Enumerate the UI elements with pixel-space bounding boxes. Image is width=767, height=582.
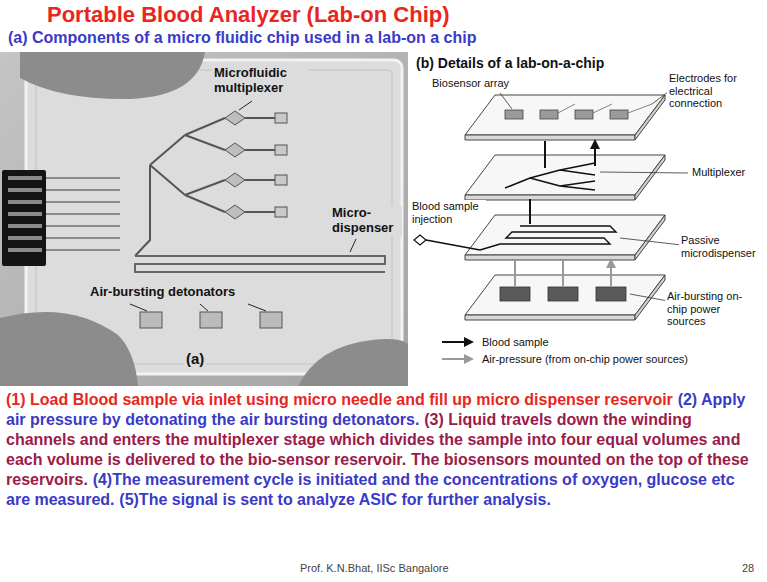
exploded-chip-layers xyxy=(635,155,665,200)
part-label: Passive microdispenser xyxy=(679,234,763,259)
detonator xyxy=(140,312,162,328)
sensor-reservoir xyxy=(275,175,287,185)
exploded-chip-layers xyxy=(465,155,665,195)
part-label: Multiplexer xyxy=(690,166,747,179)
part-label: Microfluidic multiplexer xyxy=(212,66,308,96)
exploded-chip-layers xyxy=(465,195,635,200)
part-label: Air-bursting detonators xyxy=(88,285,237,300)
biosensor-pad xyxy=(575,110,593,119)
finger xyxy=(298,339,408,386)
part-label: Air-bursting on-chip power sources xyxy=(665,290,763,328)
sensor-reservoir xyxy=(275,145,287,155)
power-source xyxy=(596,287,626,301)
injection-needle xyxy=(414,235,426,245)
winding-channel xyxy=(135,256,385,272)
detonator xyxy=(260,312,282,328)
edge-connector xyxy=(8,236,42,240)
page-number: 28 xyxy=(742,562,754,575)
finger xyxy=(0,52,408,386)
legend-arrow xyxy=(442,358,472,360)
exploded-chip-layers xyxy=(465,95,665,135)
legend-sample xyxy=(440,337,478,347)
exploded-chip-layers xyxy=(465,95,665,320)
biosensor-pad xyxy=(540,110,558,119)
air-pressure-arrow xyxy=(515,260,611,286)
edge-connector xyxy=(8,224,42,228)
exploded-chip-layers xyxy=(465,255,635,260)
finger xyxy=(20,52,205,99)
electrode-line xyxy=(558,104,652,113)
legend-row: Air-pressure (from on-chip power sources… xyxy=(440,353,688,366)
procedure-step: (1) Load Blood sample via inlet using mi… xyxy=(6,391,673,408)
exploded-chip-layers xyxy=(465,215,665,255)
exploded-chip-layers xyxy=(465,135,635,140)
detonator xyxy=(140,312,282,328)
blood-flow-arrow xyxy=(530,141,595,224)
multiplexer-chamber xyxy=(225,111,245,219)
footer-credit: Prof. K.N.Bhat, IISc Bangalore xyxy=(300,562,449,575)
biosensor-pad xyxy=(505,110,523,119)
slide-title: Portable Blood Analyzer (Lab-on Chip) xyxy=(47,2,450,27)
sensor-reservoir xyxy=(275,113,287,217)
exploded-chip-layers xyxy=(465,315,635,320)
chip-photo xyxy=(0,52,408,386)
legend-text: Air-pressure (from on-chip power sources… xyxy=(482,353,688,366)
electrode-trace xyxy=(46,178,120,250)
figure-tag: (a) xyxy=(184,350,206,367)
leader-line xyxy=(130,101,356,311)
exploded-chip-layers xyxy=(635,95,665,140)
part-label: Micro-dispenser xyxy=(330,206,402,236)
chip-photo xyxy=(0,52,408,386)
biosensor-pad xyxy=(505,110,628,119)
legend-arrow xyxy=(442,341,472,343)
part-label: Blood sample injection xyxy=(410,200,486,225)
subtitle: (a) Components of a micro fluidic chip u… xyxy=(8,29,476,47)
legend-sample xyxy=(440,354,478,364)
edge-connector xyxy=(2,170,46,266)
biosensor-pad xyxy=(610,110,628,119)
leader-line xyxy=(500,92,688,301)
edge-connector xyxy=(8,200,42,204)
sensor-reservoir xyxy=(275,113,287,123)
edge-connector xyxy=(8,176,42,252)
detonator xyxy=(200,312,222,328)
edge-connector xyxy=(8,248,42,252)
finger xyxy=(0,312,138,386)
part-label: Electrodes for electrical connection xyxy=(667,72,763,110)
part-label: Biosensor array xyxy=(430,77,511,90)
legend-row: Blood sample xyxy=(440,336,549,349)
edge-connector xyxy=(2,170,46,266)
panel-heading: (b) Details of a lab-on-a-chip xyxy=(414,55,606,71)
multiplexer-channel xyxy=(135,118,275,256)
procedure-step: (5)The signal is sent to analyze ASIC fo… xyxy=(119,491,551,508)
legend-text: Blood sample xyxy=(482,336,549,349)
winding-channel xyxy=(480,226,616,250)
power-source xyxy=(548,287,578,301)
edge-connector xyxy=(8,176,42,180)
multiplexer-channel xyxy=(505,163,595,190)
procedure-text: (1) Load Blood sample via inlet using mi… xyxy=(6,390,761,510)
power-source xyxy=(500,287,530,301)
edge-connector xyxy=(8,212,42,216)
edge-connector xyxy=(8,188,42,192)
exploded-chip-layers xyxy=(635,215,665,260)
power-source xyxy=(500,287,626,301)
injection-needle xyxy=(426,240,480,250)
sensor-reservoir xyxy=(275,207,287,217)
